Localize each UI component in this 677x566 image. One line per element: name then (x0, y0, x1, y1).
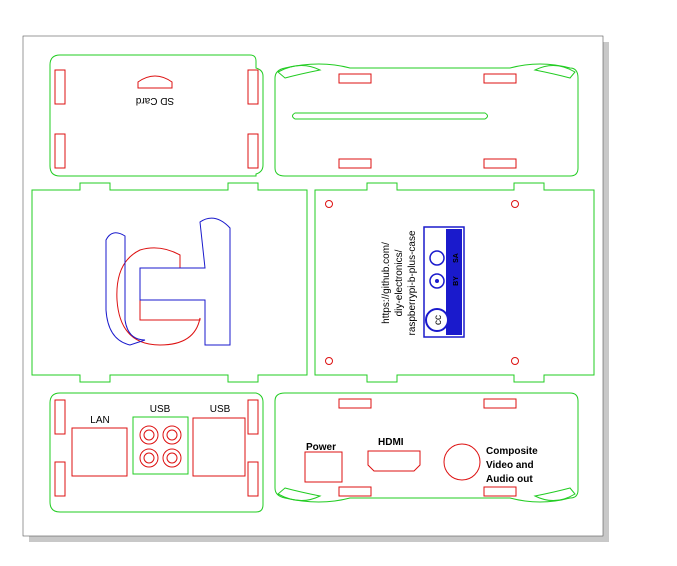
ports-right-cutouts (304, 398, 517, 497)
power-cutout (304, 451, 343, 483)
sa-icon (429, 250, 445, 266)
github-url: https://github.com/ diy-electronics/ ras… (381, 230, 418, 335)
svg-text:cc: cc (433, 315, 444, 325)
sd-card-panel (49, 54, 264, 177)
usb-cutout-right (192, 417, 246, 477)
lan-cutout (71, 427, 128, 477)
usb-left-label: USB (150, 404, 171, 415)
sd-card-slots (54, 69, 259, 169)
github-panel-holes (325, 200, 519, 365)
cc-sa-label: SA (453, 253, 460, 263)
composite-cutout (443, 443, 481, 481)
usb-right-label: USB (210, 404, 231, 415)
top-right-panel (274, 63, 579, 177)
logo-mark (105, 217, 231, 346)
cc-license-badge: cc BY SA (423, 226, 465, 338)
cc-icon (425, 308, 449, 332)
logo-blue-shape (105, 217, 231, 346)
cc-by-label: BY (453, 276, 460, 286)
logo-red-shape (116, 247, 201, 346)
composite-line-3: Audio out (486, 474, 533, 485)
ports-left-panel (49, 392, 264, 513)
lan-label: LAN (90, 415, 109, 426)
composite-line-2: Video and (486, 460, 534, 471)
hdmi-label: HDMI (378, 437, 404, 448)
github-line-3: raspberrypi-b-plus-case (407, 230, 418, 335)
ports-right-panel (274, 392, 579, 503)
github-line-1: https://github.com/ (381, 242, 392, 324)
sd-card-notch (137, 75, 173, 89)
hdmi-cutout (367, 450, 421, 472)
logo-panel (31, 182, 308, 383)
ports-left-cutouts (54, 399, 259, 497)
usb-ports-circles (139, 425, 182, 468)
github-line-2: diy-electronics/ (394, 249, 405, 316)
sd-card-label: SD Card (136, 95, 174, 106)
top-right-slots (338, 73, 517, 169)
power-label: Power (306, 442, 336, 453)
composite-line-1: Composite (486, 446, 538, 457)
github-panel (314, 182, 595, 383)
